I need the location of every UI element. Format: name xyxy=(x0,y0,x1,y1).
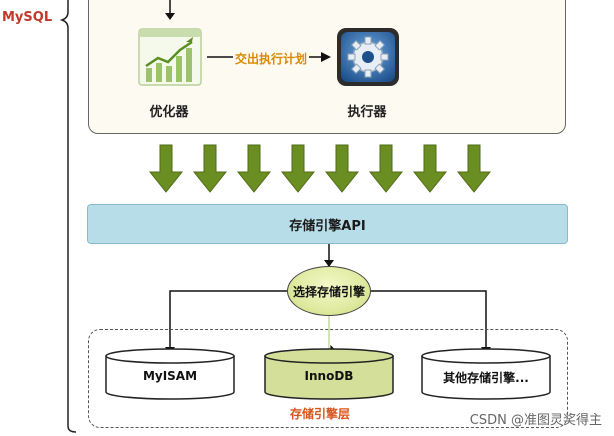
optimizer-chart-icon xyxy=(138,28,202,86)
green-down-arrow-icon xyxy=(368,144,404,193)
select-engine-node: 选择存储引擎 xyxy=(287,266,371,316)
green-down-arrow-icon xyxy=(456,144,492,193)
executor-gear-icon xyxy=(337,28,399,86)
plan-label: 交出执行计划 xyxy=(233,50,310,67)
green-down-arrow-icon xyxy=(192,144,228,193)
mysql-bracket xyxy=(59,0,77,433)
green-down-arrow-icon xyxy=(236,144,272,193)
green-down-arrow-icon xyxy=(148,144,184,193)
mysql-label: MySQL xyxy=(2,10,53,25)
green-down-arrow-icon xyxy=(280,144,316,193)
down-arrow-icon xyxy=(165,0,175,20)
engine-label: MyISAM xyxy=(142,369,198,383)
engine-cylinder xyxy=(264,348,394,400)
green-down-arrow-icon xyxy=(324,144,360,193)
storage-layer-label: 存储引擎层 xyxy=(290,407,351,421)
executor-label: 执行器 xyxy=(347,105,387,120)
engine-label: InnoDB xyxy=(304,369,354,383)
storage-engine-api-bar: 存储引擎API xyxy=(87,204,568,244)
green-down-arrow-icon xyxy=(412,144,448,193)
engine-cylinder xyxy=(421,348,551,400)
optimizer-label: 优化器 xyxy=(149,105,189,120)
engine-cylinder xyxy=(105,348,235,400)
engine-label: 其他存储引擎... xyxy=(443,371,529,385)
watermark: CSDN @准图灵奖得主 xyxy=(469,413,602,428)
storage-layer-box xyxy=(88,329,568,428)
